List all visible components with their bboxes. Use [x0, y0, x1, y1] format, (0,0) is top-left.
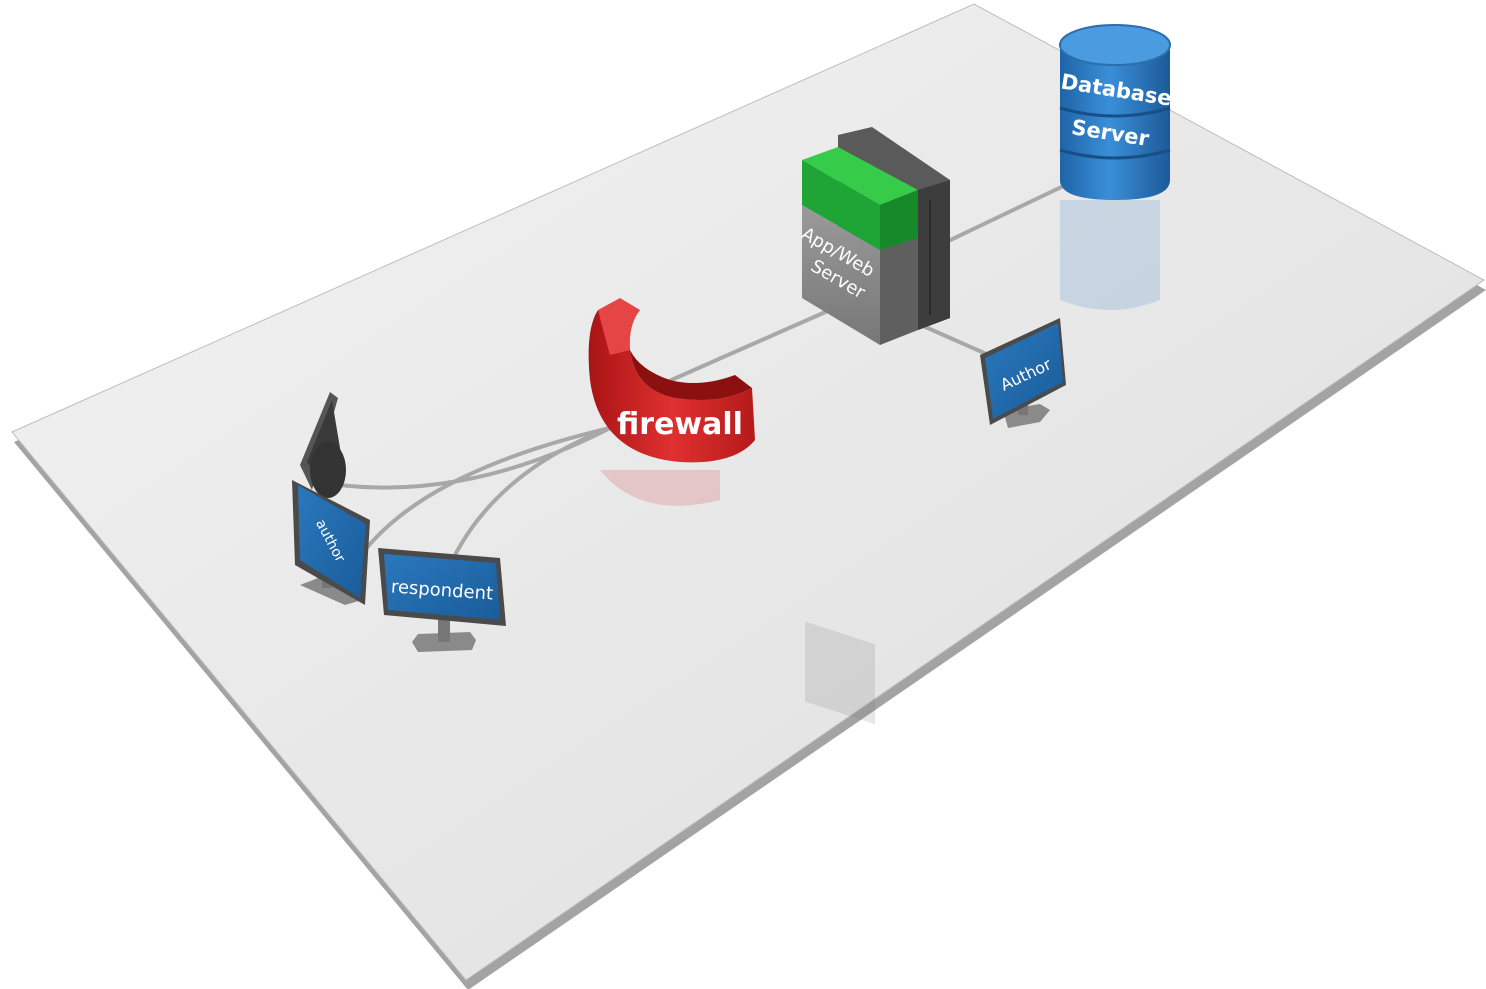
- platform-top: [11, 3, 1485, 981]
- back-monitor[interactable]: [300, 392, 346, 498]
- platform: [11, 3, 1486, 989]
- cables: [338, 178, 1078, 557]
- respondent-monitor[interactable]: respondent: [378, 548, 506, 652]
- cable-firewall-respondent: [453, 426, 612, 557]
- cable-server-firewall: [658, 308, 832, 387]
- monitor-icon: [980, 318, 1066, 428]
- monitor-icon: [292, 480, 370, 605]
- cable-db-server: [938, 178, 1078, 247]
- firewall[interactable]: firewall: [588, 298, 755, 463]
- database-server[interactable]: Database Server: [1059, 24, 1173, 200]
- cable-firewall-author: [363, 426, 612, 552]
- app-web-server[interactable]: App/Web Server: [798, 127, 950, 345]
- database-cylinder-icon: [1059, 24, 1171, 200]
- author-monitor-left[interactable]: author: [292, 480, 370, 605]
- monitor-icon: [300, 392, 346, 498]
- firewall-arc-icon: [588, 298, 755, 463]
- firewall-label: firewall: [617, 407, 743, 442]
- monitor-icon: [378, 548, 506, 652]
- server-tower-icon: [802, 127, 950, 345]
- reflections: [600, 200, 1160, 725]
- author-monitor-right[interactable]: Author: [980, 318, 1066, 428]
